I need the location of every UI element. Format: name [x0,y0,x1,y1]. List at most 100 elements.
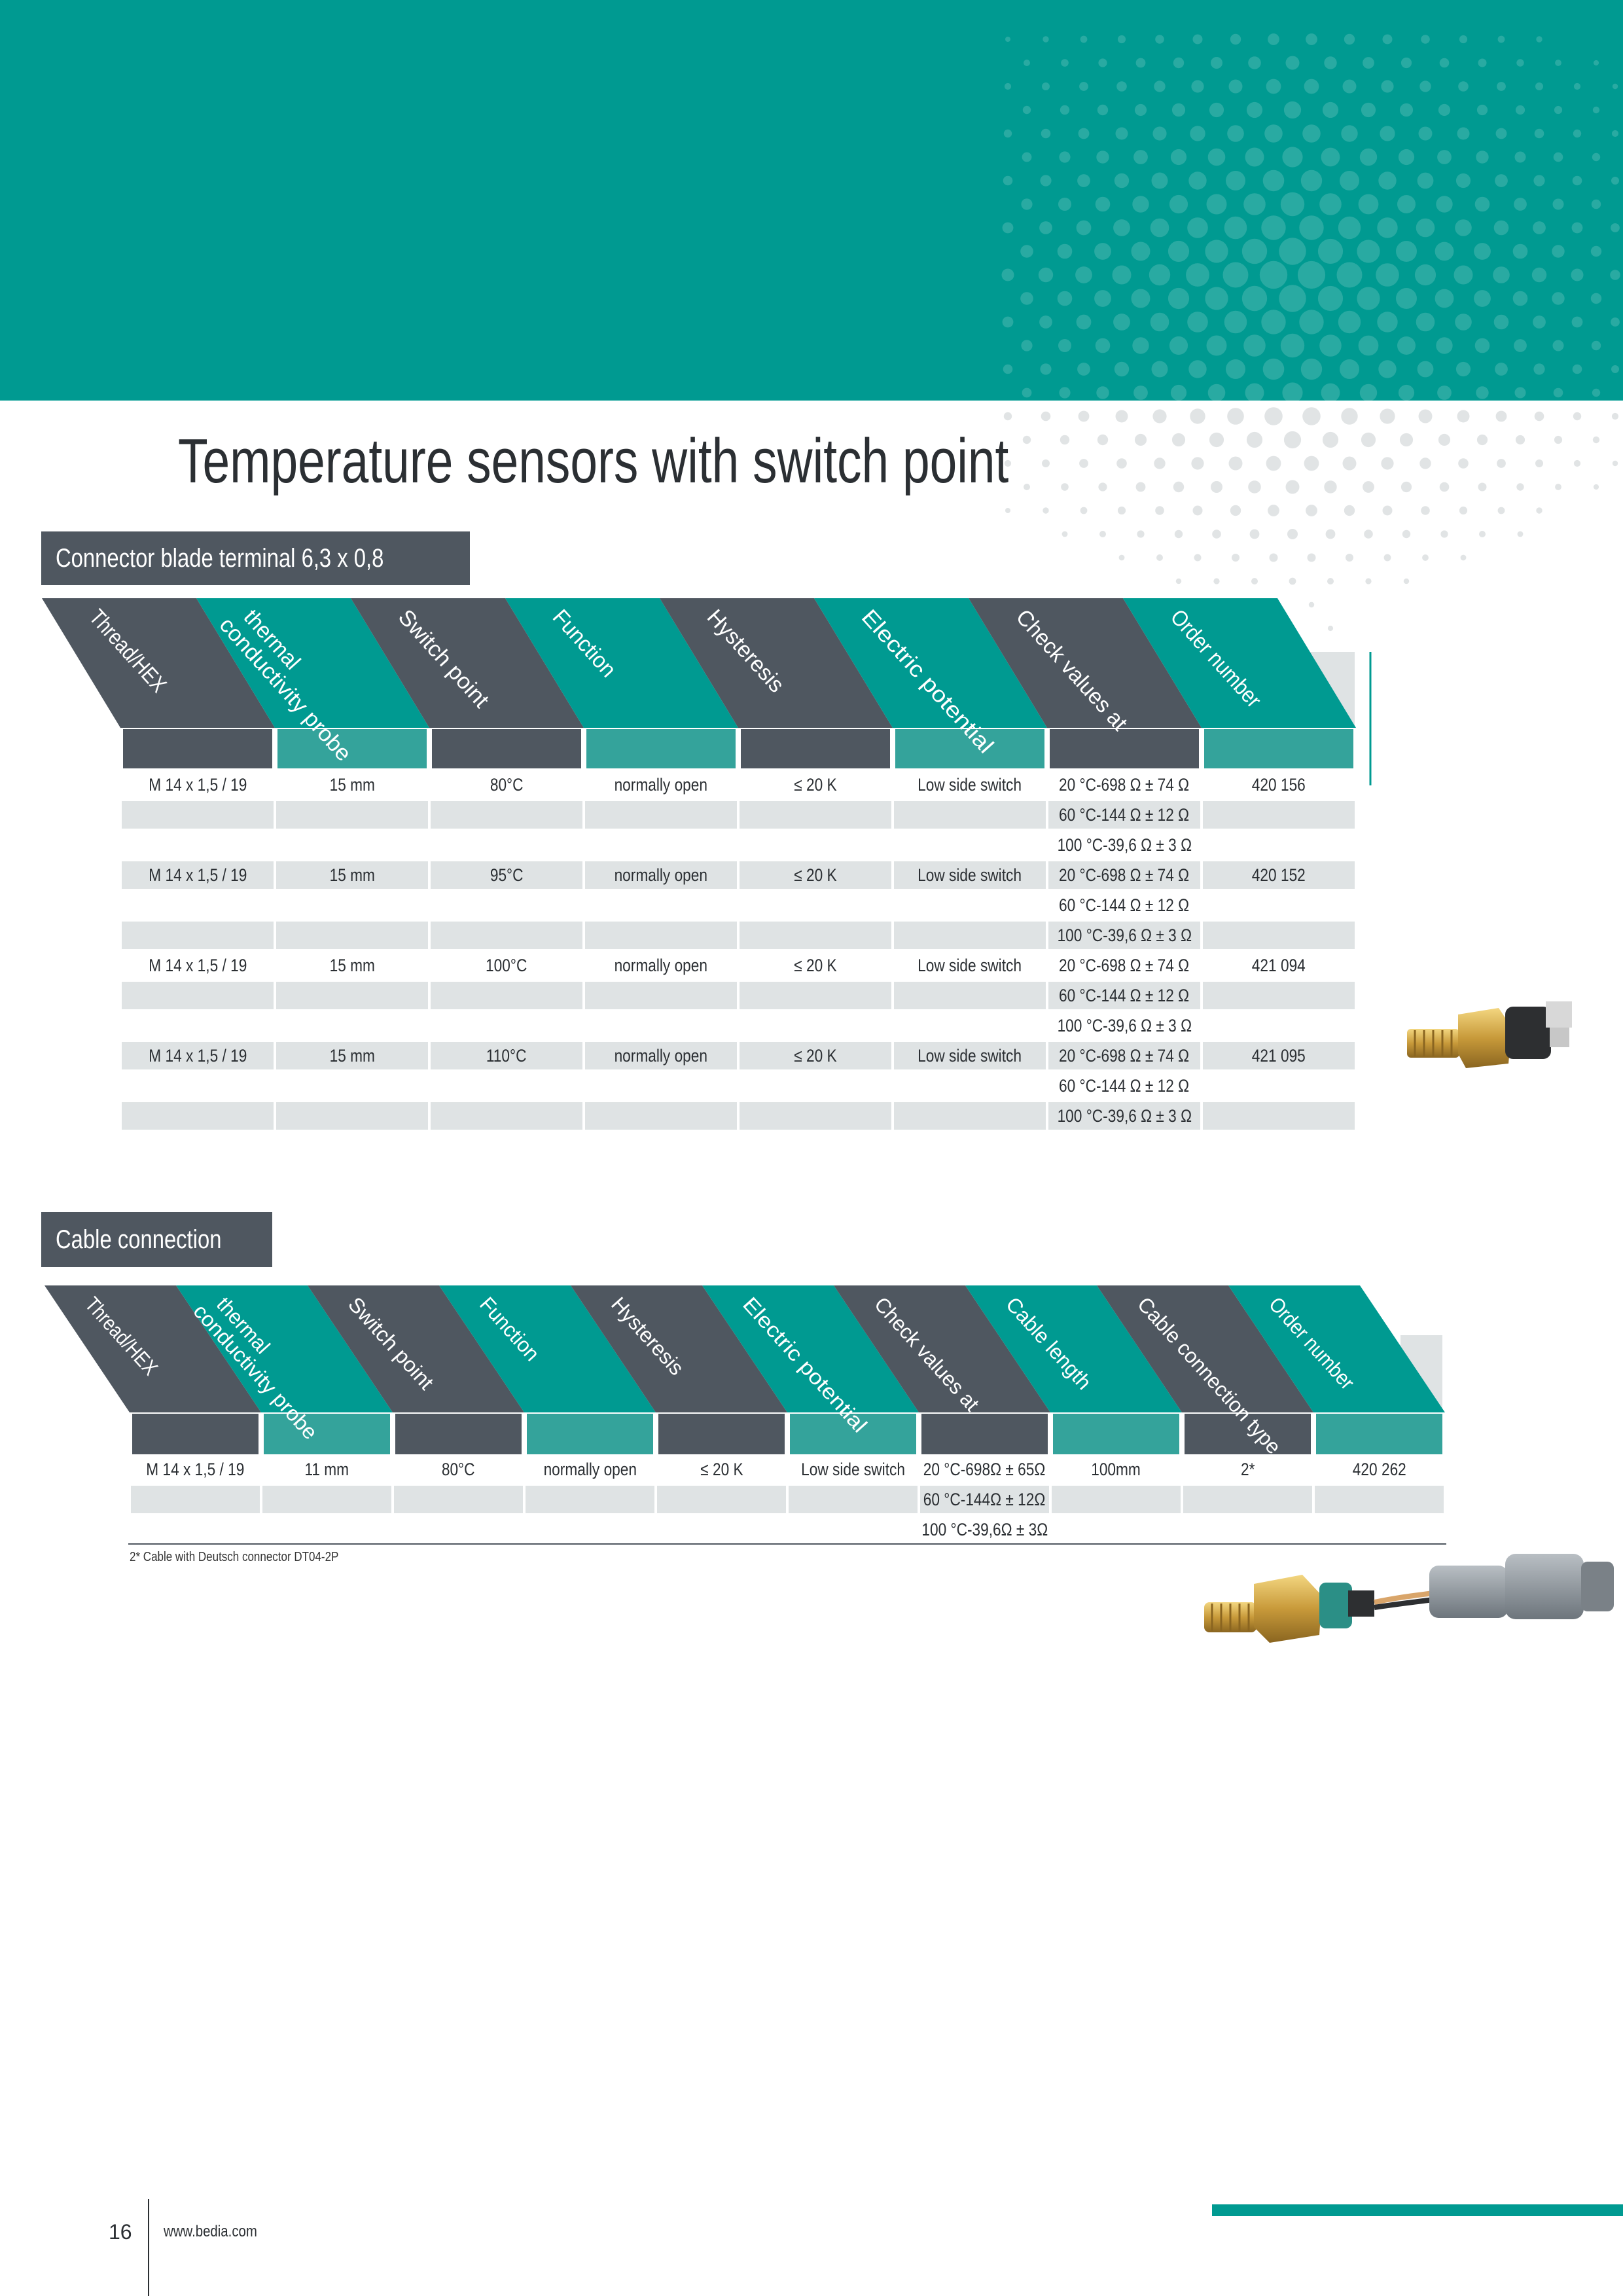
row-band [585,922,737,949]
row-band [122,861,274,889]
row-band [122,801,274,829]
hysteresis-cell: ≤ 20 K [794,955,837,975]
check-value-cell: 60 °C-144 Ω ± 12 Ω [1059,804,1190,825]
row-band [276,1042,428,1069]
check-value-cell: 20 °C-698 Ω ± 74 Ω [1059,1045,1190,1066]
row-band [585,801,737,829]
row-band [276,922,428,949]
row-band [894,801,1046,829]
header-band-1 [196,598,429,728]
function-cell: normally open [543,1459,637,1479]
row-band [1315,1486,1444,1513]
header-strip-9 [1316,1414,1442,1454]
row-band [122,1042,274,1069]
row-band [131,1486,260,1513]
row-band [276,1102,428,1130]
row-band [431,1042,582,1069]
section-label-cable-connection: Cable connection [41,1212,273,1267]
row-band [431,861,582,889]
row-band [122,982,274,1009]
header-strip-4 [658,1414,785,1454]
header-band-4 [571,1285,787,1412]
row-band [740,801,891,829]
sensor-cable-connection-image [1204,1554,1614,1643]
header-strip-2 [432,729,581,768]
potential-cell: Low side switch [918,955,1022,975]
check-value-cell: 20 °C-698 Ω ± 74 Ω [1059,955,1190,975]
header-band-8 [1097,1285,1313,1412]
header-strip-7 [1053,1414,1179,1454]
thread-cell: M 14 x 1,5 / 19 [148,774,247,795]
function-cell: normally open [614,774,708,795]
row-band [894,861,1046,889]
row-band [740,922,891,949]
header-strip-6 [1050,729,1199,768]
header-band-9 [1228,1285,1445,1412]
header-strip-0 [132,1414,259,1454]
hysteresis-cell: ≤ 20 K [700,1459,743,1479]
switch-point-cell: 110°C [486,1045,527,1066]
check-value-cell: 60 °C-144 Ω ± 12 Ω [1059,895,1190,915]
row-band [1048,861,1200,889]
check-value-cell: 100 °C-39,6 Ω ± 3 Ω [1057,925,1192,945]
potential-cell: Low side switch [918,1045,1022,1066]
row-band [122,922,274,949]
header-band-1 [176,1285,393,1412]
order-cell: 421 094 [1251,955,1306,975]
row-band [122,1102,274,1130]
check-value-cell: 100 °C-39,6 Ω ± 3 Ω [1057,1105,1192,1126]
row-band [920,1486,1049,1513]
row-band [585,1102,737,1130]
header-band-6 [834,1285,1050,1412]
function-cell: normally open [614,1045,708,1066]
footnote: 2* Cable with Deutsch connector DT04-2P [130,1550,339,1564]
probe-cell: 15 mm [329,955,375,975]
row-band [276,801,428,829]
header-band-3 [439,1285,656,1412]
row-band [740,861,891,889]
check-value-cell: 60 °C-144 Ω ± 12 Ω [1059,985,1190,1005]
row-band [894,1042,1046,1069]
dot-pattern-decoration [1001,33,1620,632]
check-value-cell: 20 °C-698 Ω ± 74 Ω [1059,774,1190,795]
table2-bottom-rule [128,1543,1446,1545]
switch-point-cell: 95°C [490,865,524,885]
row-band [1048,1102,1200,1130]
header-band-6 [969,598,1202,728]
row-band [657,1486,786,1513]
header-band-7 [965,1285,1182,1412]
order-cell: 420 152 [1251,865,1306,885]
row-band [1203,922,1355,949]
header-strip-3 [527,1414,653,1454]
function-cell: normally open [614,955,708,975]
row-band [276,982,428,1009]
check-value-cell: 60 °C-144Ω ± 12Ω [923,1489,1046,1509]
header-strip-3 [586,729,736,768]
row-band [1203,982,1355,1009]
header-band-4 [660,598,893,728]
header-strip-5 [790,1414,916,1454]
header-strip-1 [277,729,427,768]
header-band-5 [814,598,1047,728]
hysteresis-cell: ≤ 20 K [794,774,837,795]
potential-cell: Low side switch [918,774,1022,795]
row-band [276,861,428,889]
potential-cell: Low side switch [918,865,1022,885]
header-banner [0,0,1623,401]
header-strip-0 [123,729,272,768]
section-label-connector-blade: Connector blade terminal 6,3 x 0,8 [41,531,471,585]
row-band [431,922,582,949]
row-band [262,1486,391,1513]
switch-point-cell: 80°C [490,774,524,795]
row-band [526,1486,654,1513]
row-band [431,1102,582,1130]
order-cell: 421 095 [1251,1045,1306,1066]
order-cell: 420 262 [1352,1459,1406,1479]
website-link[interactable]: www.bedia.com [164,2223,257,2240]
row-band [1052,1486,1181,1513]
thread-cell: M 14 x 1,5 / 19 [148,865,247,885]
page-number: 16 [109,2220,132,2244]
hysteresis-cell: ≤ 20 K [794,1045,837,1066]
